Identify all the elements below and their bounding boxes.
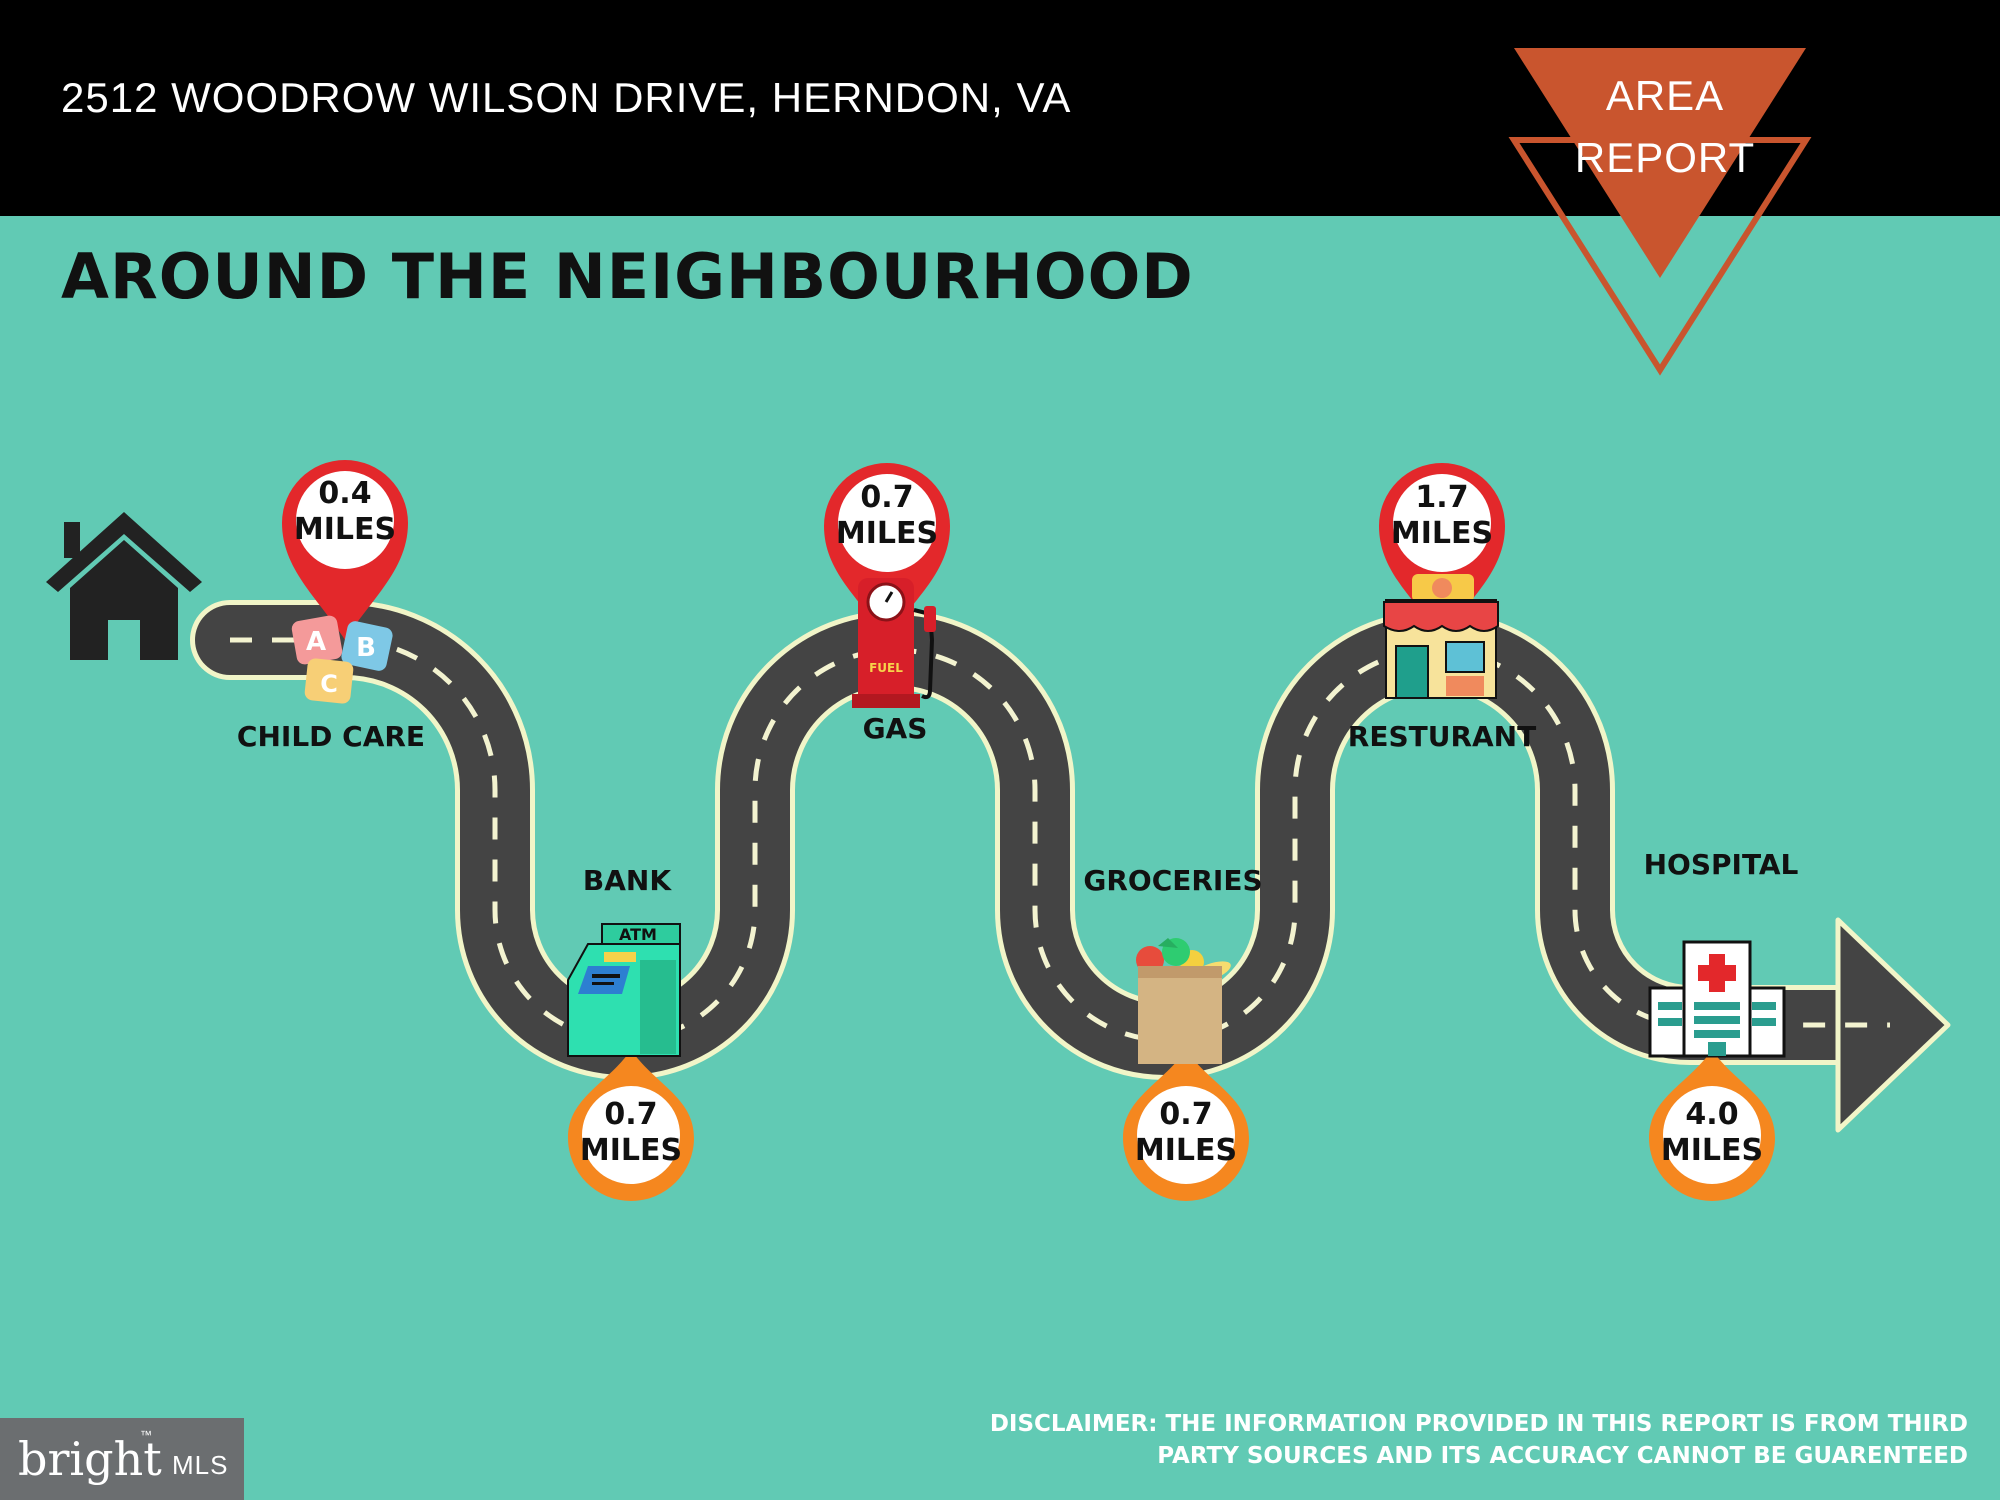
badge-line-2: REPORT — [1574, 134, 1756, 181]
fuel-pump-icon: FUEL — [852, 578, 936, 708]
area-report-badge — [1508, 48, 1812, 376]
restaurant-icon — [1383, 574, 1499, 699]
badge-triangle-outline — [1508, 137, 1812, 376]
label-gas: GAS — [863, 712, 928, 745]
hospital-icon — [1648, 940, 1786, 1058]
house-icon — [46, 512, 202, 660]
disclaimer-line-1: DISCLAIMER: THE INFORMATION PROVIDED IN … — [989, 1411, 1968, 1437]
fuel-label: FUEL — [869, 661, 903, 675]
atm-label: ATM — [619, 925, 657, 944]
pin-restaurant-distance: 1.7 — [1415, 480, 1468, 515]
disclaimer: DISCLAIMER: THE INFORMATION PROVIDED IN … — [968, 1408, 1968, 1472]
pin-gas-unit: MILES — [836, 516, 938, 551]
pin-restaurant-unit: MILES — [1391, 516, 1493, 551]
pin-child-care-distance: 0.4 — [318, 476, 371, 511]
atm-icon: ATM — [567, 923, 681, 1057]
logo-suffix: MLS — [172, 1450, 229, 1480]
page-title: AROUND THE NEIGHBOURHOOD — [61, 240, 1194, 313]
badge-triangle-filled — [1514, 48, 1806, 278]
pin-groceries-distance: 0.7 — [1159, 1097, 1212, 1132]
property-address: 2512 WOODROW WILSON DRIVE, HERNDON, VA — [61, 74, 1072, 121]
pin-hospital-unit: MILES — [1661, 1133, 1763, 1168]
abc-blocks-icon: A B C — [291, 615, 393, 704]
bright-mls-logo: bright ™ MLS — [0, 1418, 244, 1500]
svg-text:C: C — [320, 670, 338, 698]
pin-child-care-unit: MILES — [294, 512, 396, 547]
road-arrow — [1835, 917, 1951, 1133]
pin-groceries: 0.7 MILES — [1123, 1050, 1249, 1201]
pin-child-care: 0.4 MILES — [282, 460, 408, 640]
badge-line-1: AREA — [1605, 72, 1725, 119]
disclaimer-line-2: PARTY SOURCES AND ITS ACCURACY CANNOT BE… — [1157, 1443, 1968, 1469]
label-groceries: GROCERIES — [1083, 864, 1262, 897]
label-bank: BANK — [583, 864, 672, 897]
label-child-care: CHILD CARE — [237, 720, 425, 753]
logo-brand: bright — [18, 1432, 162, 1486]
pin-hospital-distance: 4.0 — [1685, 1097, 1738, 1132]
pin-bank: 0.7 MILES — [568, 1050, 694, 1201]
label-restaurant: RESTURANT — [1348, 720, 1536, 753]
pin-bank-unit: MILES — [580, 1133, 682, 1168]
logo-trademark: ™ — [140, 1428, 152, 1442]
pin-bank-distance: 0.7 — [604, 1097, 657, 1132]
svg-text:A: A — [306, 627, 326, 657]
pin-gas: 0.7 MILES — [824, 463, 950, 640]
pin-hospital: 4.0 MILES — [1649, 1050, 1775, 1201]
pin-gas-distance: 0.7 — [860, 480, 913, 515]
svg-text:B: B — [356, 633, 376, 663]
road-center-line — [230, 637, 1890, 1043]
grocery-bag-icon — [1136, 938, 1231, 1064]
pin-groceries-unit: MILES — [1135, 1133, 1237, 1168]
label-hospital: HOSPITAL — [1644, 848, 1799, 881]
